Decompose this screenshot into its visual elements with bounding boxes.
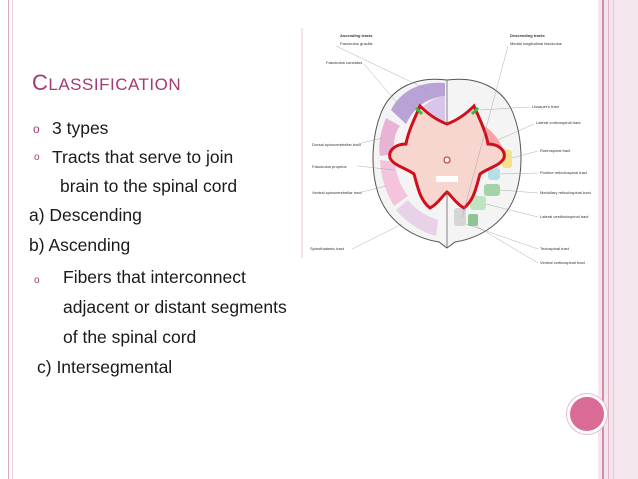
leader-line: [485, 203, 539, 218]
leader-line: [465, 223, 539, 250]
leader-line: [499, 172, 539, 175]
sub-bullet-text-cont: adjacent or distant segments: [63, 297, 287, 317]
tract-spinothalamic: [396, 200, 438, 236]
right-decorative-stripe: [598, 0, 638, 479]
label-medial-longitudinal: Medial longitudinal fasciculus: [510, 41, 562, 46]
sub-bullet-icon: o: [34, 275, 40, 286]
leader-line: [497, 123, 535, 141]
title-rest: lassification: [48, 75, 182, 94]
leader-line: [335, 45, 429, 91]
label-dorsal-spinocerebellar: Dorsal spinocerebellar tract: [312, 142, 362, 147]
spinal-cord-diagram: Ascending tracts Descending tracts Fasci…: [296, 28, 598, 294]
leader-line: [351, 223, 403, 250]
slide-title: Classification: [32, 70, 181, 96]
label-fasciculus-gracilis: Fasciculus gracilis: [340, 41, 372, 46]
label-tectospinal: Tectospinal tract: [540, 246, 570, 251]
leader-line: [357, 165, 395, 171]
tract-tectospinal: [454, 208, 466, 226]
tract-lateral-vestibulospinal: [470, 196, 486, 210]
slide-nav-dot[interactable]: [567, 394, 607, 434]
leader-line: [461, 45, 509, 219]
tract-medullary-reticulospinal: [484, 184, 500, 196]
list-item-intersegmental: c) Intersegmental: [37, 357, 173, 377]
label-lateral-vestibulospinal: Lateral vestibulospinal tract: [540, 214, 589, 219]
sub-bullet-icon: o: [34, 152, 40, 163]
left-border-line-inner: [12, 0, 13, 479]
label-ventral-spinocerebellar: Ventral spinocerebellar tract: [312, 190, 362, 195]
right-border-line-2: [608, 0, 609, 479]
title-initial: C: [32, 70, 49, 95]
gray-commissure: [436, 176, 458, 182]
central-canal: [443, 156, 451, 164]
label-fasciculus-proprius: Fasciculus proprius: [312, 164, 346, 169]
sub-bullet-text-cont: brain to the spinal cord: [60, 176, 238, 196]
leader-line: [475, 225, 539, 264]
label-lissauers: Lissauer's tract: [532, 104, 560, 109]
list-item-descending: a) Descending: [29, 205, 142, 225]
label-spinothalamic: Spinothalamic tract: [310, 246, 345, 251]
tract-pontine-reticulospinal: [488, 168, 500, 180]
leader-line: [499, 189, 539, 194]
label-medullary-reticulospinal: Medullary reticulospinal tract: [540, 190, 592, 195]
sub-bullet-text: Tracts that serve to join: [52, 147, 234, 167]
leader-line: [361, 185, 387, 193]
sub-bullet-text-cont: of the spinal cord: [63, 327, 197, 347]
label-ascending-header: Ascending tracts: [340, 33, 373, 38]
leader-line: [357, 137, 383, 145]
label-rubrospinal: Rubrospinal tract: [540, 148, 571, 153]
tract-fasciculus-cuneatus: [391, 82, 445, 124]
right-border-line: [602, 0, 604, 479]
tract-dorsal-spinocerebellar: [379, 118, 400, 156]
right-border-line-3: [613, 0, 614, 479]
label-ventral-corticospinal: Ventral corticospinal tract: [540, 260, 586, 265]
label-pontine-reticulospinal: Pontine reticulospinal tract: [540, 170, 588, 175]
bullet-text: 3 types: [52, 118, 109, 138]
tract-ventral-spinocerebellar: [380, 160, 408, 206]
leader-line: [511, 150, 539, 159]
left-border-line: [8, 0, 9, 479]
label-fasciculus-cuneatus: Fasciculus cuneatus: [326, 60, 362, 65]
bullet-icon: o: [33, 122, 40, 136]
lissauer-zone-right: [470, 106, 480, 116]
leader-line: [479, 106, 531, 111]
label-descending-header: Descending tracts: [510, 33, 545, 38]
leader-line: [363, 63, 399, 105]
tract-ventral-corticospinal: [468, 214, 478, 226]
sub-bullet-text: Fibers that interconnect: [63, 267, 246, 287]
label-lateral-corticospinal: Lateral corticospinal tract: [536, 120, 581, 125]
lissauer-zone-left: [414, 106, 424, 116]
list-item-ascending: b) Ascending: [29, 235, 131, 255]
